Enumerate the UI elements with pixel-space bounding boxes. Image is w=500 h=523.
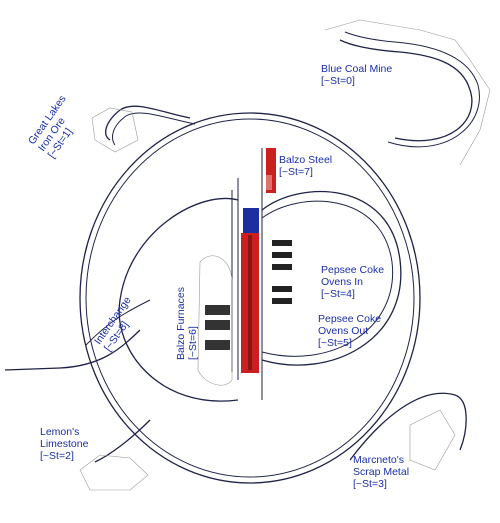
coke-ovens-in xyxy=(272,240,292,270)
limestone-area xyxy=(79,454,149,491)
coal-mine-area xyxy=(324,19,491,166)
label-lemons: Lemon's Limestone [~St=2] xyxy=(40,426,88,462)
blue-coal-mine-station: [~St=0] xyxy=(321,75,355,87)
marcneto-line2: Scrap Metal xyxy=(353,466,410,478)
limestone-spur xyxy=(94,419,151,463)
balzo-steel-name: Balzo Steel xyxy=(279,154,333,166)
furnace-outline xyxy=(197,255,233,386)
lemons-line2: Limestone xyxy=(40,438,89,450)
balzo-furnaces-name: Balzo Furnaces xyxy=(175,287,187,360)
scrap-spur xyxy=(349,392,467,461)
label-pepsee-in: Pepsee Coke Ovens In [~St=4] xyxy=(321,264,384,300)
inner-loop-right-2 xyxy=(261,200,394,357)
marcneto-station: [~St=3] xyxy=(353,478,387,490)
label-marcneto: Marcneto's Scrap Metal [~St=3] xyxy=(353,454,409,490)
balzo-steel-building xyxy=(266,148,276,193)
label-blue-coal-mine: Blue Coal Mine [~St=0] xyxy=(321,63,392,87)
inner-loop-right xyxy=(261,190,402,366)
blue-coal-mine-name: Blue Coal Mine xyxy=(321,63,393,75)
interchange-track xyxy=(4,329,141,371)
coke-ovens-out xyxy=(272,286,292,304)
pepsee-out-line1: Pepsee Coke xyxy=(318,313,382,325)
label-balzo-furnaces: Balzo Furnaces [~St=6] xyxy=(175,287,199,360)
lemons-station: [~St=2] xyxy=(40,450,74,462)
label-pepsee-out: Pepsee Coke Ovens Out [~St=5] xyxy=(318,313,381,349)
balzo-furnaces-station: [~St=6] xyxy=(187,326,199,360)
scrap-area xyxy=(409,409,456,471)
pepsee-in-line2: Ovens In xyxy=(321,276,364,288)
inner-loop-left xyxy=(118,197,239,402)
pepsee-in-station: [~St=4] xyxy=(321,288,355,300)
coal-mine-spur-2 xyxy=(344,31,480,148)
furnace-blocks xyxy=(205,305,230,350)
iron-ore-area xyxy=(91,107,139,153)
furnace-blue-block xyxy=(243,208,259,233)
iron-ore-spur-2 xyxy=(112,112,196,146)
coal-mine-spur xyxy=(339,39,473,142)
pepsee-out-line2: Ovens Out xyxy=(318,325,369,337)
furnace-stripe xyxy=(248,235,252,370)
balzo-steel-station: [~St=7] xyxy=(279,166,313,178)
pepsee-out-station: [~St=5] xyxy=(318,337,352,349)
pepsee-in-line1: Pepsee Coke xyxy=(321,264,385,276)
marcneto-line1: Marcneto's xyxy=(353,454,405,466)
lemons-line1: Lemon's xyxy=(40,426,80,438)
balzo-steel-dock xyxy=(266,175,272,190)
main-loop-outer xyxy=(79,112,421,484)
interchange-lead xyxy=(85,299,151,346)
label-balzo-steel: Balzo Steel [~St=7] xyxy=(279,154,332,178)
main-loop-inner xyxy=(85,118,415,478)
